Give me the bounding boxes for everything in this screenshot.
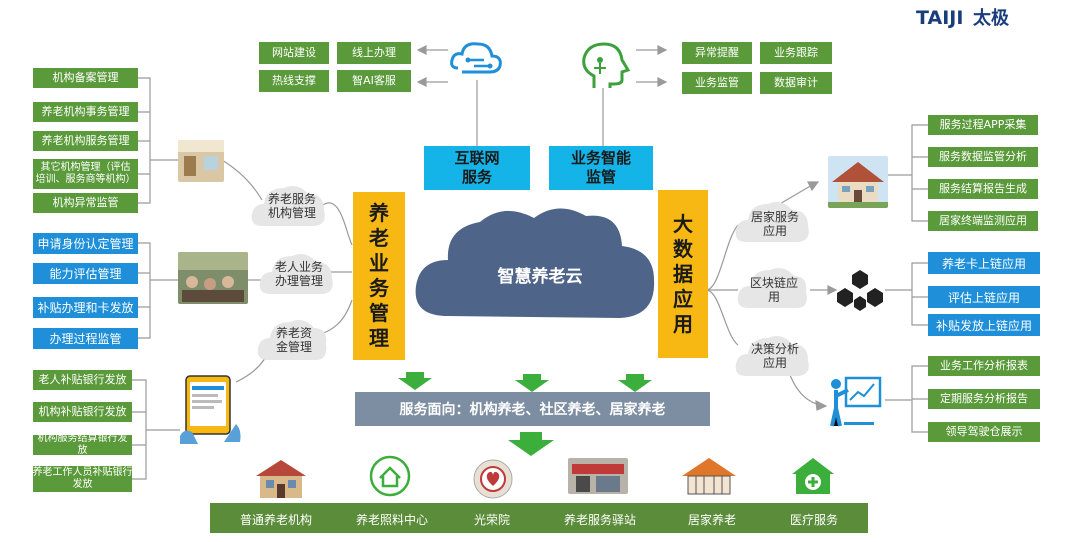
home-care-icon [682,458,736,495]
left-item-process: 办理过程监管 [33,328,138,349]
company-logo: TAIJI 太极 [916,4,1009,30]
smart-supervision-box: 业务智能 监管 [549,146,653,190]
cloud-network-icon [450,42,502,74]
item-supervision: 业务监管 [682,72,752,94]
left-item-elder-subsidy: 老人补贴银行发放 [33,370,132,390]
item-ai-service: 智AI客服 [337,70,411,92]
cloud-institution-label: 养老服务 机构管理 [267,192,316,220]
blockchain-icon [837,270,883,311]
right-item-eval-chain: 评估上链应用 [928,286,1040,308]
right-item-data-monitor: 服务数据监管分析 [928,147,1038,167]
bottom-item-home-care: 居家养老 [688,513,737,527]
nursing-home-icon [256,460,306,498]
left-item-staff-subsidy: 养老工作人员补贴银行 发放 [32,466,133,492]
tablet-icon [180,375,241,444]
internet-service-box: 互联网 服务 [424,146,530,190]
cloud-funds [257,320,327,360]
cloud-funds-label: 养老资 金管理 [275,326,312,354]
right-item-work-report: 业务工作分析报表 [928,356,1040,376]
item-website: 网站建设 [259,42,329,64]
right-item-terminal: 居家终端监测应用 [928,211,1038,231]
left-item-identity: 申请身份认定管理 [33,233,138,254]
left-item-subsidy-card: 补贴办理和卡发放 [33,297,138,318]
honor-home-icon [473,459,513,499]
home-house-photo [828,156,888,208]
right-item-app-collect: 服务过程APP采集 [928,115,1038,135]
center-cloud-label: 智慧养老云 [497,267,583,287]
right-item-subsidy-chain: 补贴发放上链应用 [928,314,1040,336]
cloud-home-service-label: 居家服务 应用 [750,210,799,238]
institution-photo [178,140,224,182]
cloud-institution [251,186,325,226]
cloud-decision [735,336,809,376]
service-station-photo [568,458,628,494]
cloud-elder-business [259,254,333,294]
left-item-abnormal: 机构异常监管 [33,193,138,213]
item-alert: 异常提醒 [682,42,752,64]
left-item-filing: 机构备案管理 [33,68,138,88]
right-item-cockpit: 领导驾驶仓展示 [928,422,1040,442]
item-online: 线上办理 [337,42,411,64]
bottom-item-station: 养老服务驿站 [564,513,637,527]
cloud-elder-business-label: 老人业务 办理管理 [274,260,323,288]
care-center-icon [369,455,411,497]
left-item-affairs: 养老机构事务管理 [33,102,138,122]
cloud-blockchain [737,268,807,308]
item-tracking: 业务跟踪 [760,42,832,64]
bottom-item-care-center: 养老照料中心 [356,513,429,527]
cloud-decision-label: 决策分析 应用 [750,342,799,370]
left-item-inst-subsidy: 机构补贴银行发放 [33,402,132,422]
item-hotline: 热线支撑 [259,70,329,92]
medical-service-icon [792,458,834,494]
elderly-business-bar: 养 老 业 务 管 理 [353,192,405,360]
logo-text-en: TAIJI [916,7,964,29]
right-item-periodic-report: 定期服务分析报告 [928,389,1040,409]
cloud-blockchain-label: 区块链应 用 [749,276,798,304]
right-item-card-chain: 养老卡上链应用 [928,252,1040,274]
bottom-item-honor-home: 光荣院 [474,513,511,527]
left-item-ability: 能力评估管理 [33,263,138,284]
bottom-service-bar: 普通养老机构 养老照料中心 光荣院 养老服务驿站 居家养老 医疗服务 [210,503,868,533]
center-cloud [415,208,655,318]
left-item-settlement: 机构服务结算银行发放 [33,433,132,456]
presentation-icon [830,376,882,427]
bottom-item-medical: 医疗服务 [790,513,839,527]
left-item-service: 养老机构服务管理 [33,131,138,151]
bottom-item-nursing-home: 普通养老机构 [240,513,313,527]
elder-activity-photo [178,252,248,304]
left-item-other: 其它机构管理（评估 培训、服务商等机构） [33,159,138,189]
right-item-report: 服务结算报告生成 [928,179,1038,199]
big-data-bar: 大 数 据 应 用 [658,190,708,358]
service-target-bar: 服务面向：机构养老、社区养老、居家养老 [355,392,710,426]
ai-head-icon [582,42,631,88]
item-audit: 数据审计 [760,72,832,94]
cloud-home-service [735,202,809,242]
logo-text-cn: 太极 [973,8,1010,29]
